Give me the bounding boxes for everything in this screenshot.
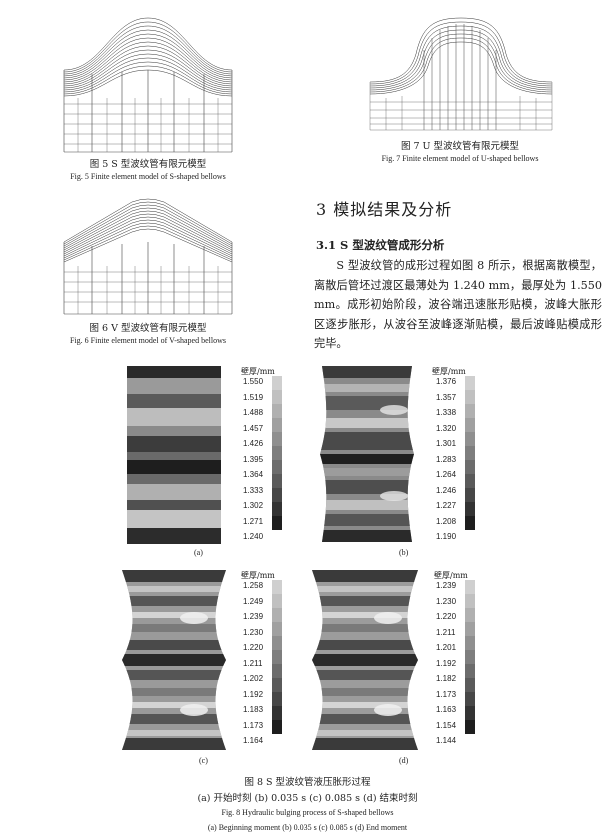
legend-value: 1.333	[243, 485, 264, 495]
legend-value: 1.249	[243, 596, 264, 606]
panel-d-label: (d)	[399, 756, 409, 765]
fig5-fe-model-image	[63, 17, 233, 153]
legend-value: 1.211	[436, 627, 456, 637]
panel-c-legend-values: 1.258 1.249 1.239 1.230 1.220 1.211 1.20…	[243, 578, 263, 749]
panel-d-legend-values: 1.239 1.230 1.220 1.211 1.201 1.192 1.18…	[436, 578, 456, 749]
panel-a-legend-title: 壁厚/mm	[241, 367, 275, 376]
fig6-caption-en: Fig. 6 Finite element model of V-shaped …	[70, 336, 226, 345]
legend-value: 1.338	[436, 408, 457, 417]
fig7-caption-cn: 图 7 U 型波纹管有限元模型	[400, 141, 520, 152]
legend-value: 1.192	[436, 658, 457, 668]
legend-value: 1.230	[243, 627, 264, 637]
panel-a-legend-values: 1.550 1.519 1.488 1.457 1.426 1.395 1.36…	[243, 374, 263, 545]
legend-value: 1.240	[243, 532, 264, 541]
fig5-caption-cn: 图 5 S 型波纹管有限元模型	[89, 159, 207, 170]
legend-value: 1.239	[436, 581, 457, 590]
legend-value: 1.227	[436, 501, 457, 510]
panel-a-legend-colorbar	[272, 376, 282, 530]
legend-value: 1.283	[436, 454, 457, 464]
legend-value: 1.154	[436, 720, 457, 730]
legend-value: 1.163	[436, 705, 457, 714]
fig6-fe-model-image	[63, 198, 233, 315]
panel-c-contour-image	[122, 570, 226, 750]
legend-value: 1.201	[436, 643, 457, 652]
legend-value: 1.550	[243, 377, 264, 386]
fig8-subcaption-en: (a) Beginning moment (b) 0.035 s (c) 0.0…	[207, 823, 408, 832]
legend-value: 1.519	[243, 392, 264, 402]
legend-value: 1.211	[243, 658, 263, 668]
legend-value: 1.220	[243, 643, 264, 652]
fig8-subcaption-cn: (a) 开始时刻 (b) 0.035 s (c) 0.085 s (d) 结束时…	[197, 793, 418, 804]
body-paragraph: S 型波纹管的成形过程如图 8 所示，根据离散模型，离散后管坯过渡区最薄处为 1…	[314, 259, 602, 350]
legend-value: 1.230	[436, 596, 457, 606]
section-heading: 3 模拟结果及分析	[316, 200, 453, 219]
legend-value: 1.173	[243, 720, 264, 730]
legend-value: 1.144	[436, 736, 457, 745]
legend-value: 1.202	[243, 674, 264, 683]
fig8-caption-en: Fig. 8 Hydraulic bulging process of S-sh…	[221, 808, 394, 817]
legend-value: 1.173	[436, 689, 457, 699]
legend-value: 1.182	[436, 674, 457, 683]
legend-value: 1.301	[436, 439, 457, 448]
legend-value: 1.258	[243, 581, 264, 590]
panel-a-label: (a)	[194, 548, 203, 557]
panel-c-legend-title: 壁厚/mm	[241, 571, 275, 580]
legend-value: 1.208	[436, 516, 457, 526]
legend-value: 1.488	[243, 408, 264, 417]
legend-value: 1.220	[436, 612, 457, 621]
fig7-caption-en: Fig. 7 Finite element model of U-shaped …	[381, 154, 539, 163]
legend-value: 1.239	[243, 612, 264, 621]
legend-value: 1.426	[243, 439, 264, 448]
legend-value: 1.395	[243, 454, 264, 464]
panel-b-legend-values: 1.376 1.357 1.338 1.320 1.301 1.283 1.26…	[436, 374, 456, 545]
fig7-fe-model-image	[369, 17, 553, 131]
legend-value: 1.271	[243, 516, 264, 526]
panel-d-legend-title: 壁厚/mm	[434, 571, 468, 580]
legend-value: 1.320	[436, 423, 457, 433]
legend-value: 1.264	[436, 470, 457, 479]
fig5-caption-en: Fig. 5 Finite element model of S-shaped …	[70, 172, 226, 181]
panel-c-legend-colorbar	[272, 580, 282, 734]
legend-value: 1.357	[436, 392, 457, 402]
panel-a-contour-image	[127, 366, 221, 544]
legend-value: 1.190	[436, 532, 457, 541]
legend-value: 1.457	[243, 423, 264, 433]
legend-value: 1.246	[436, 485, 457, 495]
panel-d-contour-image	[312, 570, 418, 750]
panel-d-legend-colorbar	[465, 580, 475, 734]
panel-b-label: (b)	[399, 548, 409, 557]
fig6-caption-cn: 图 6 V 型波纹管有限元模型	[89, 323, 207, 334]
legend-value: 1.302	[243, 501, 264, 510]
legend-value: 1.192	[243, 689, 264, 699]
legend-value: 1.164	[243, 736, 264, 745]
panel-b-legend-colorbar	[465, 376, 475, 530]
panel-b-legend-title: 壁厚/mm	[432, 367, 466, 376]
panel-b-contour-image	[320, 366, 414, 542]
fig8-caption-cn: 图 8 S 型波纹管液压胀形过程	[244, 777, 371, 788]
legend-value: 1.364	[243, 470, 264, 479]
legend-value: 1.376	[436, 377, 457, 386]
panel-c-label: (c)	[199, 756, 208, 765]
subsection-heading: 3.1 S 型波纹管成形分析	[316, 238, 445, 252]
legend-value: 1.183	[243, 705, 264, 714]
